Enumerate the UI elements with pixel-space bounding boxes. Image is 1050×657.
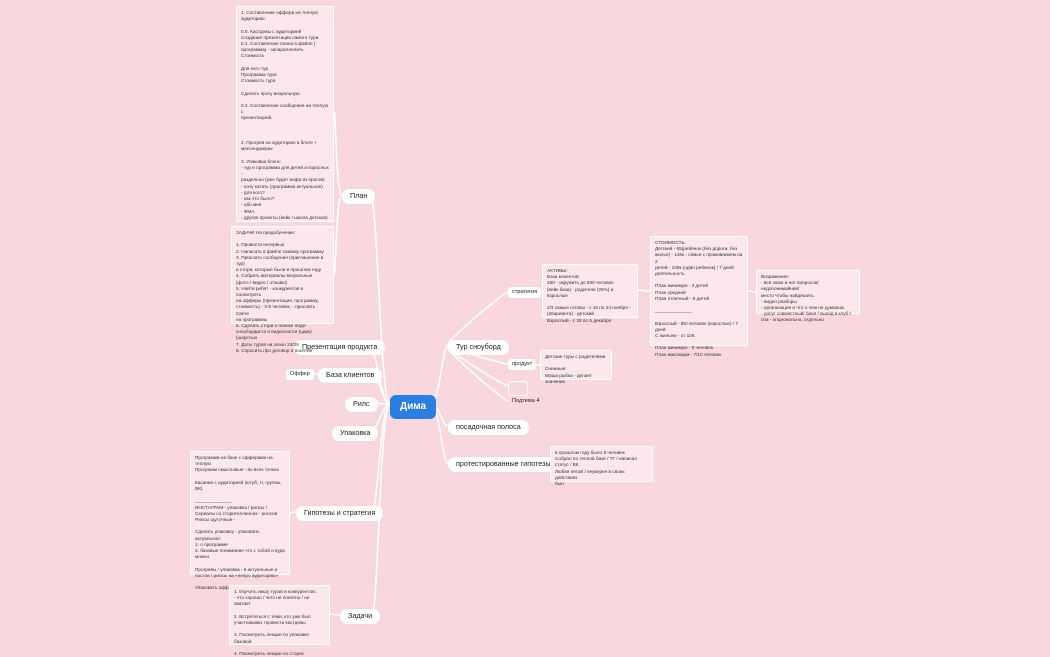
branch-plan[interactable]: План — [342, 189, 376, 204]
branch-landing[interactable]: посадочная полоса — [448, 420, 529, 435]
tasks-note[interactable]: 1. Изучить нишу туров и конкурентов: - ч… — [229, 585, 330, 656]
branch-packaging[interactable]: Упаковка — [332, 426, 379, 441]
plan-top-note[interactable]: 1. Составление оффера на теплую аудитори… — [236, 6, 334, 232]
product-note[interactable]: Детские туры с родителями Снежные: Маша … — [540, 350, 612, 384]
strategy-node[interactable]: стратегия — [508, 287, 542, 298]
product-node[interactable]: продукт — [508, 359, 537, 370]
hypotheses-note[interactable]: Программа на базе с офферами на теплую П… — [190, 451, 290, 590]
branch-tasks[interactable]: Задачи — [340, 609, 381, 624]
strategy-note[interactable]: АКТИВЫ: База клиентов: 250 - окружить до… — [542, 264, 638, 323]
subtopic-node[interactable]: Подтема 4 — [512, 398, 540, 404]
offer-node[interactable]: Оффер — [286, 369, 314, 380]
empty-node[interactable] — [508, 381, 528, 396]
branch-presentation[interactable]: Презентация продукта — [294, 340, 386, 355]
plan-bottom-note[interactable]: ЗАДАЧИ На предобучение: 1. Провести инте… — [231, 226, 334, 353]
tested-note[interactable]: в прошлом году было 8 человек Собрал по … — [550, 446, 653, 486]
branch-hypotheses[interactable]: Гипотезы и стратегия — [296, 506, 384, 521]
cost-note[interactable]: СТОИМОСТЬ: Детский - 65(ребёнок (без дор… — [650, 236, 748, 357]
branch-tour[interactable]: Тур сноуборд — [448, 340, 509, 355]
root-node[interactable]: Дима — [390, 395, 437, 419]
branch-reels[interactable]: Рилс — [345, 397, 378, 412]
branch-client-base[interactable]: База клиентов — [318, 368, 383, 383]
branch-tested[interactable]: протестированные гипотезы — [448, 457, 559, 472]
objections-note[interactable]: Возражения: - всё знаю и нет вопросов/не… — [756, 270, 860, 322]
